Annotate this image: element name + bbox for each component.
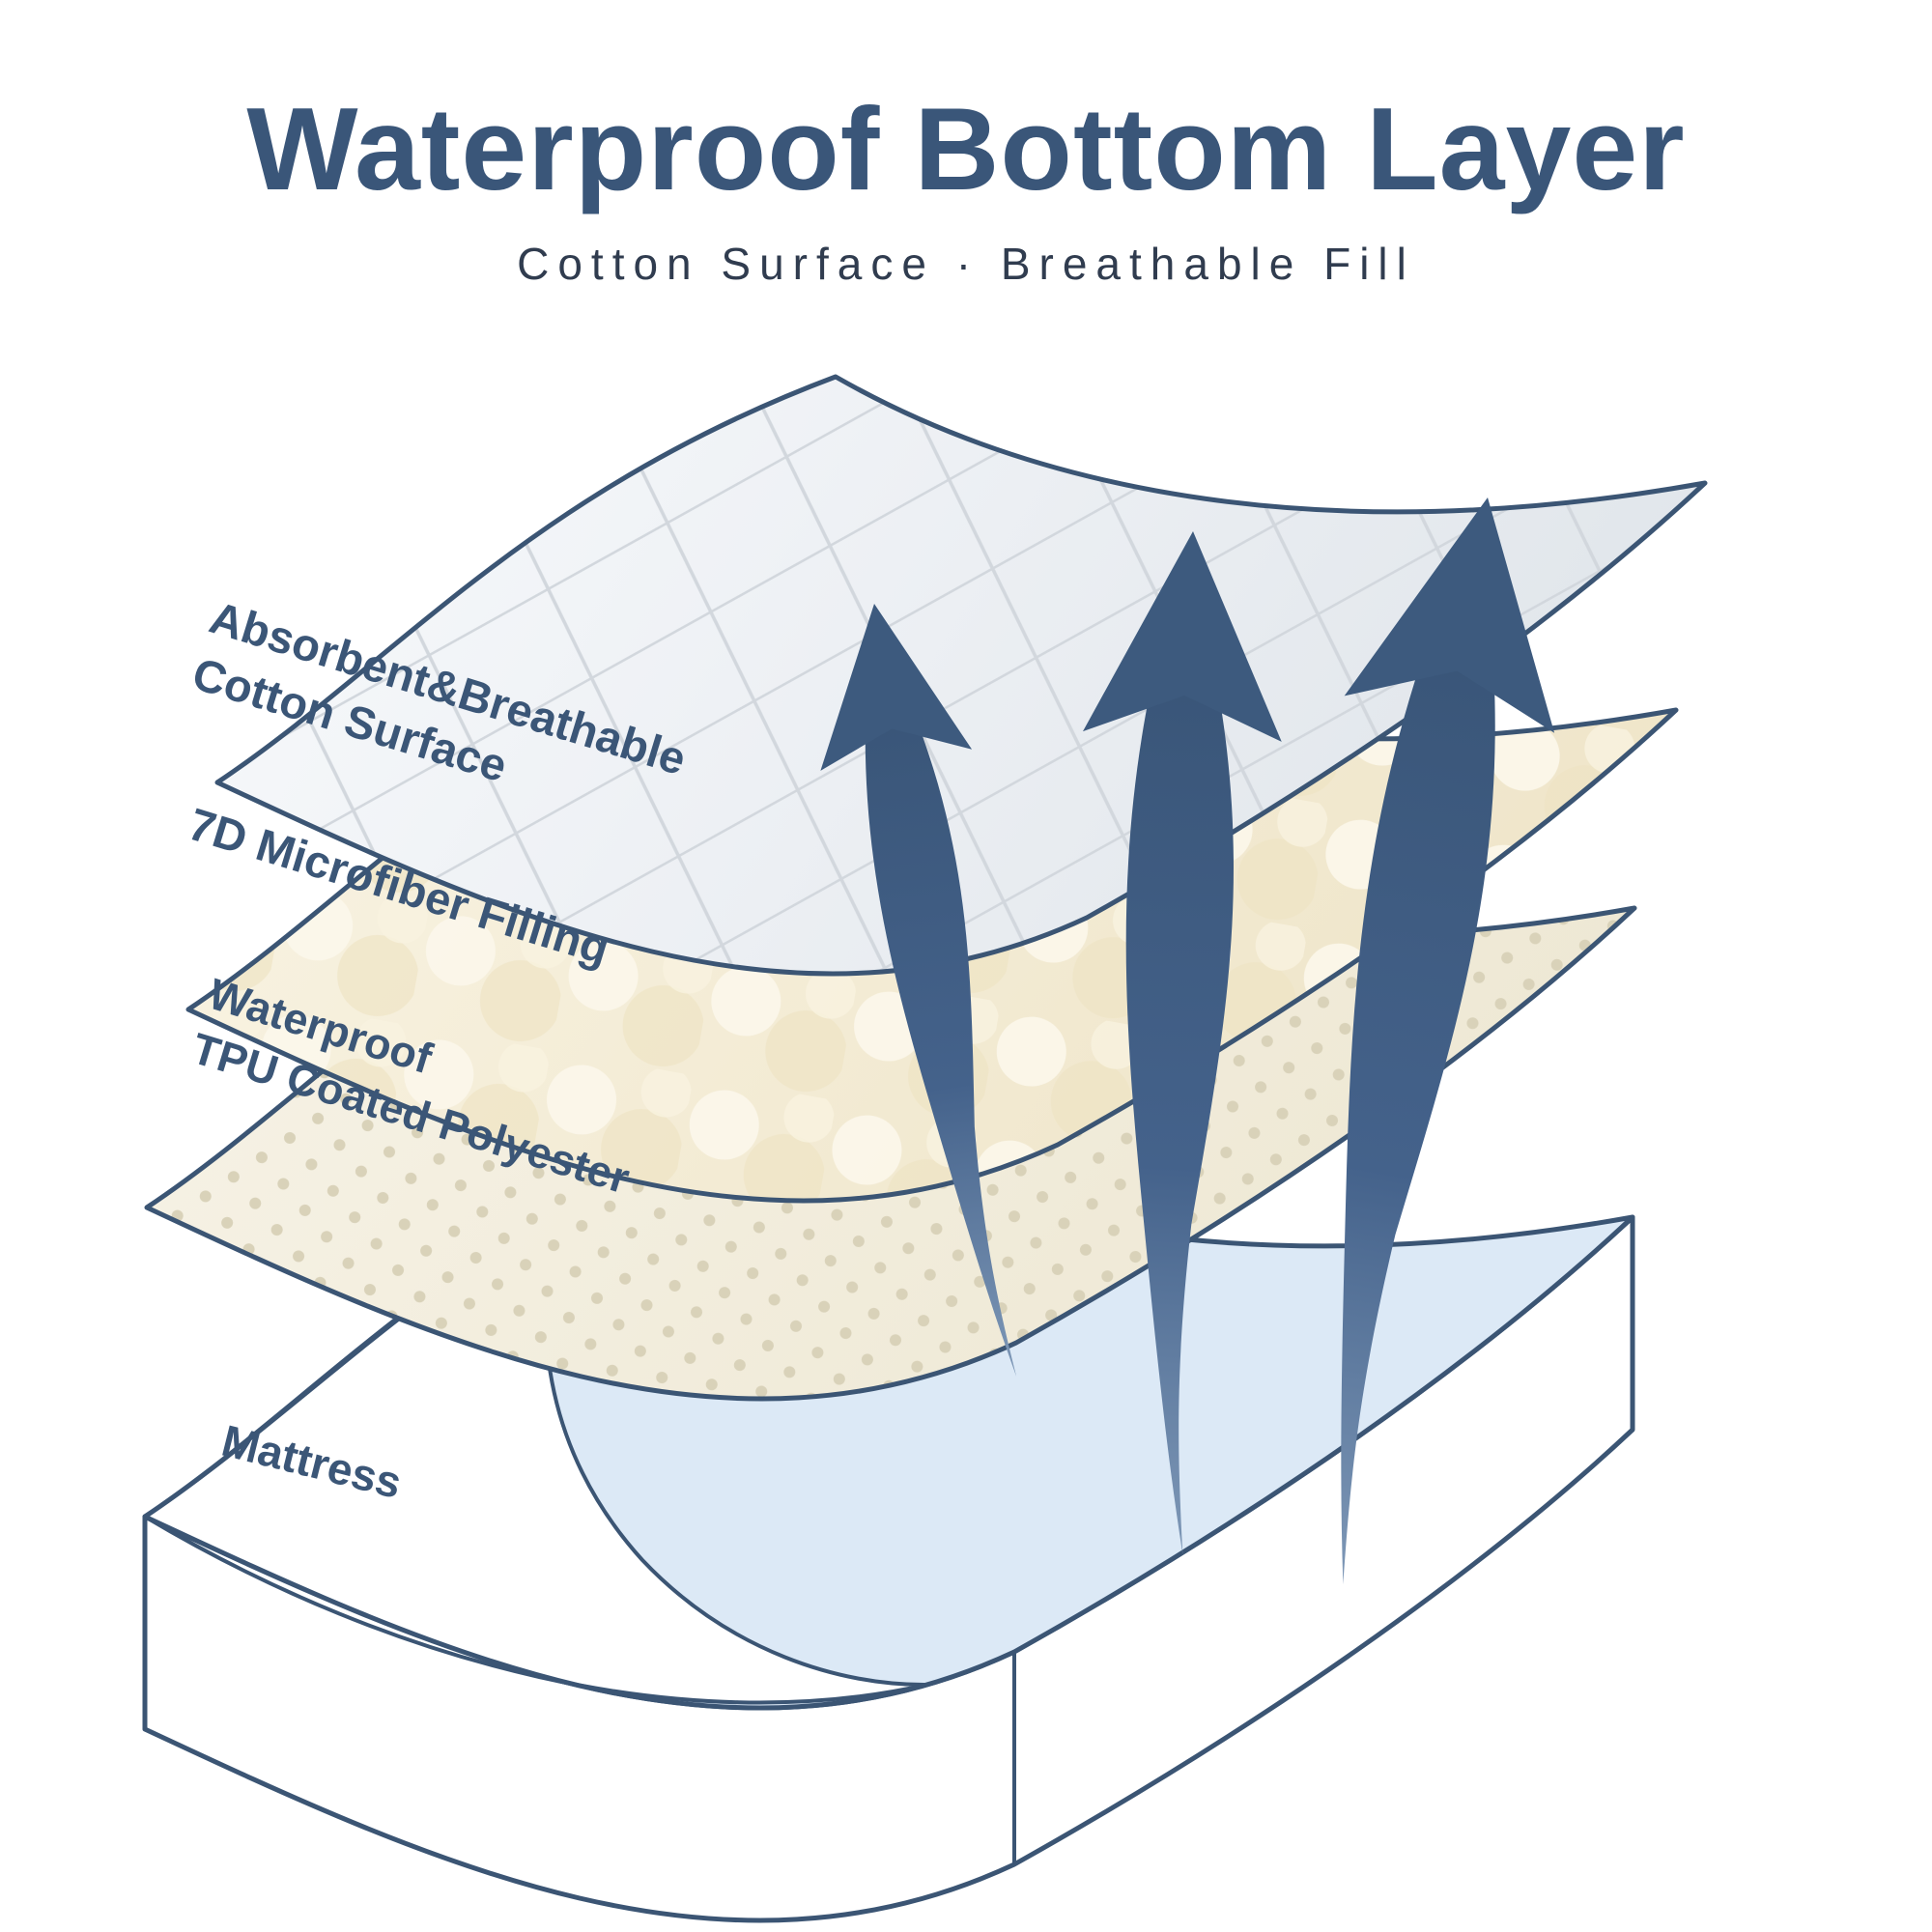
- airflow-arrow-icon: [820, 604, 1017, 1378]
- airflow-arrow-icon: [1082, 531, 1282, 1555]
- page-subtitle: Cotton Surface · Breathable Fill: [517, 239, 1415, 289]
- airflow-arrows: [820, 497, 1555, 1585]
- airflow-arrow-icon: [1341, 497, 1555, 1585]
- page-title: Waterproof Bottom Layer: [246, 83, 1686, 214]
- mattress-layer: [142, 1111, 1635, 1923]
